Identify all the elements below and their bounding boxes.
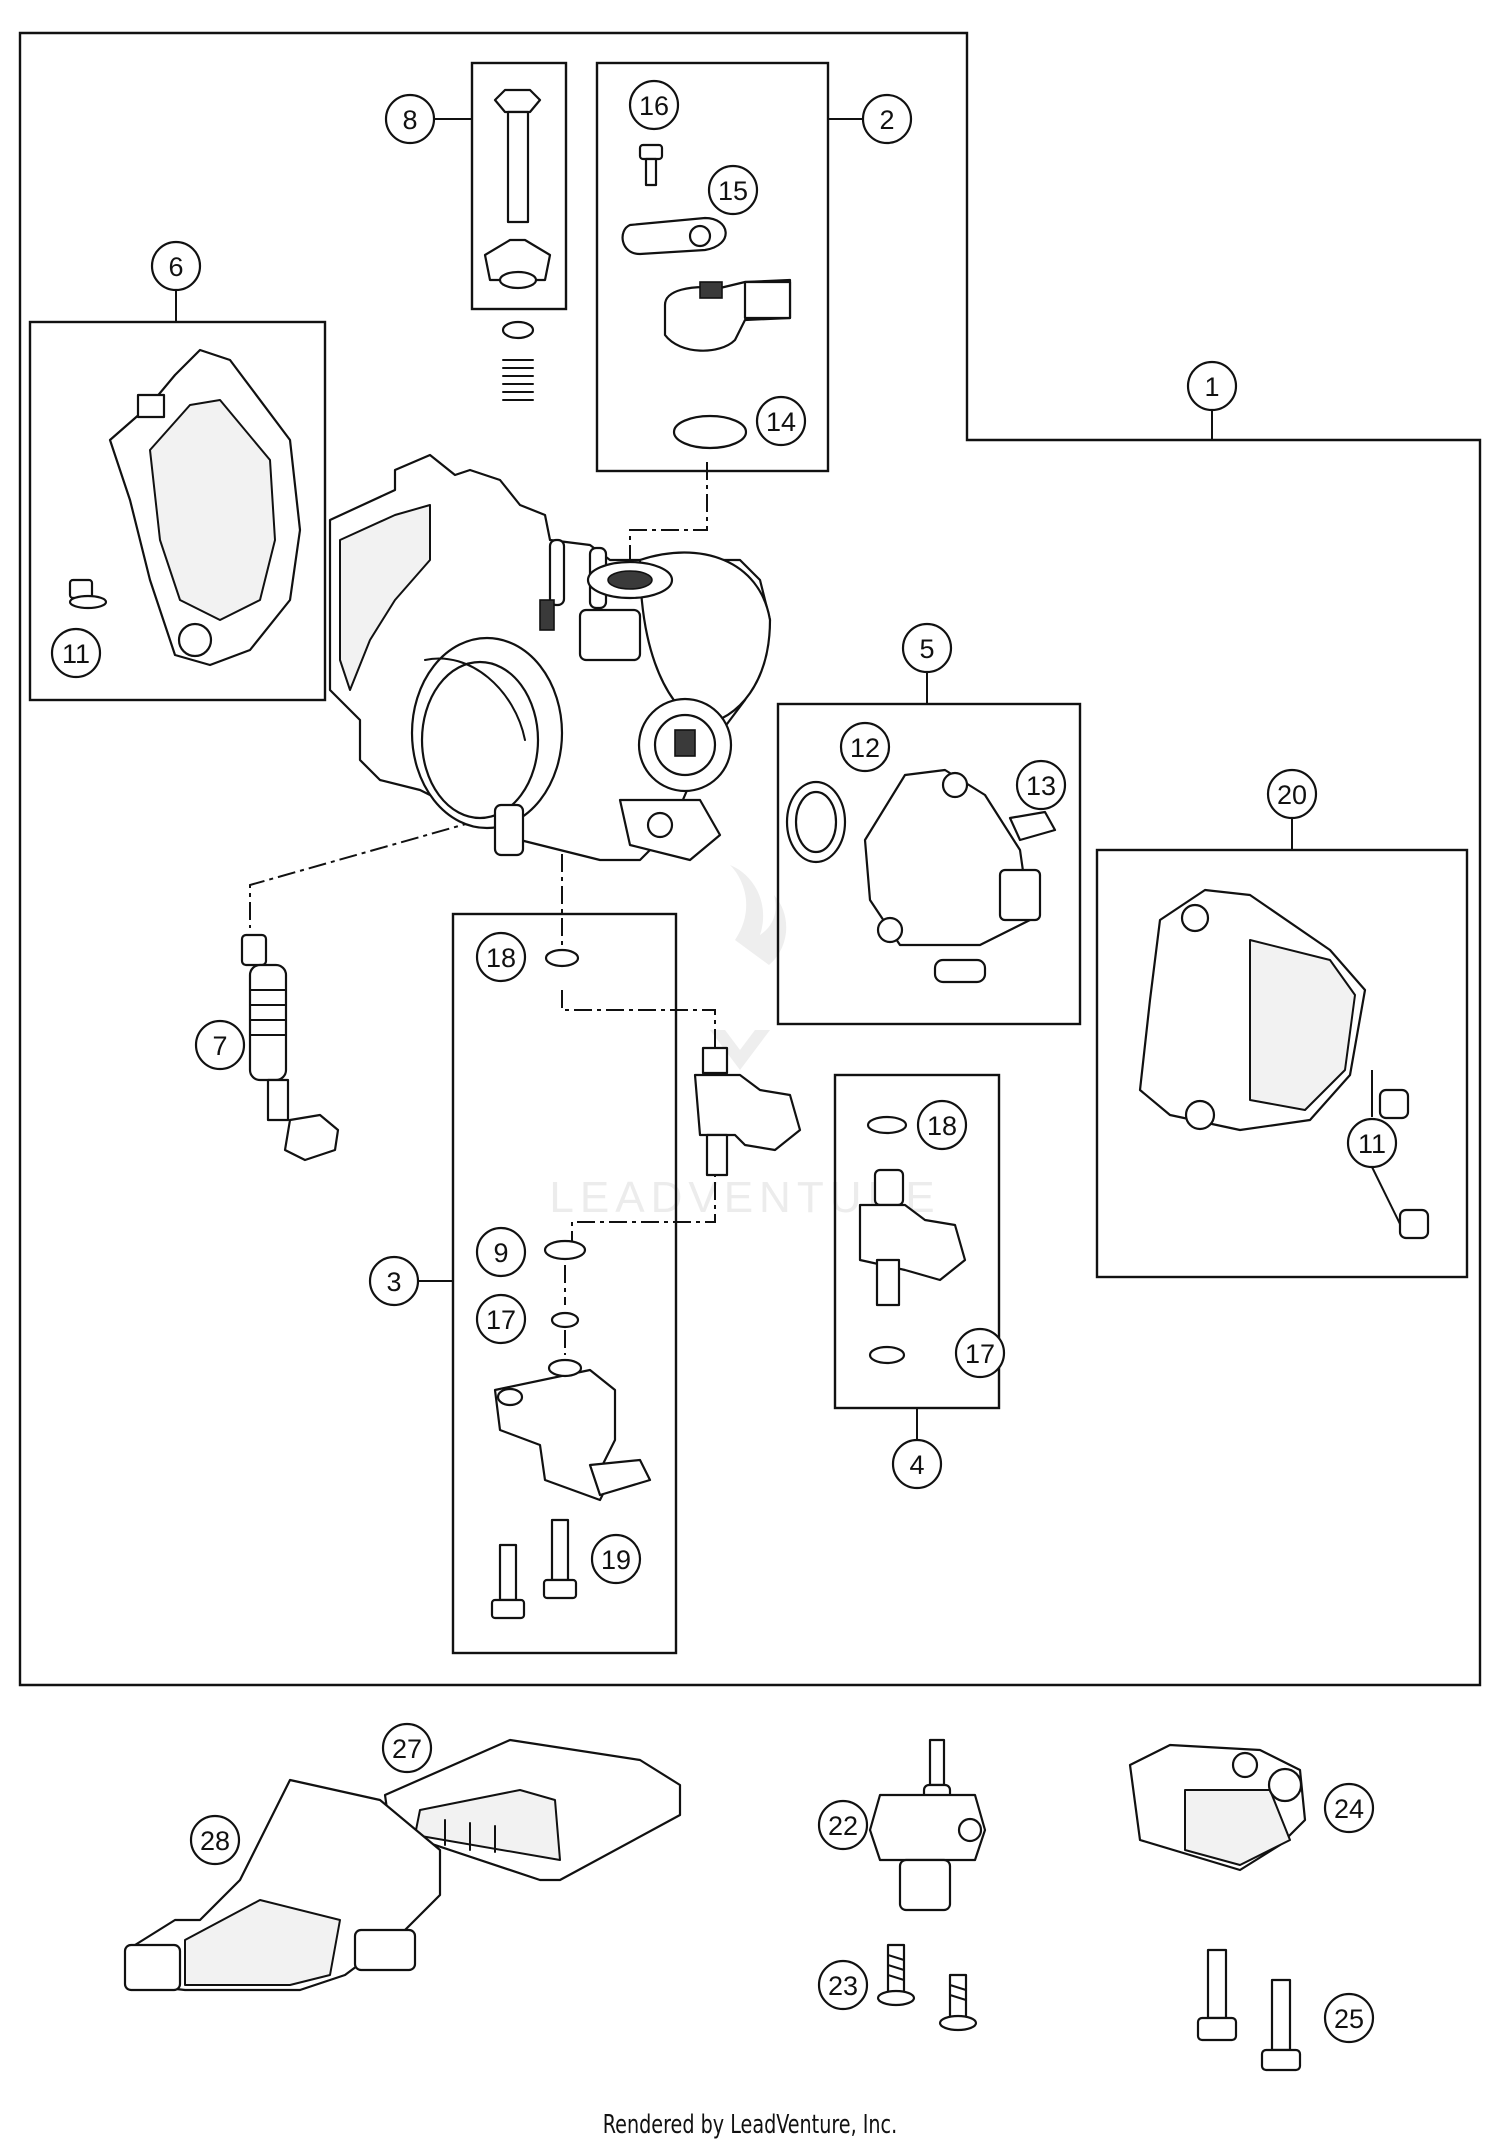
svg-text:17: 17 — [965, 1339, 995, 1369]
svg-text:3: 3 — [386, 1267, 401, 1297]
svg-text:11: 11 — [62, 639, 90, 669]
callout-7: 7 — [194, 1019, 246, 1071]
callout-8: 8 — [384, 93, 436, 145]
callout-14: 14 — [755, 395, 807, 447]
svg-text:12: 12 — [850, 733, 880, 763]
sensor-24 — [1128, 1743, 1307, 1872]
callout-6: 6 — [150, 240, 202, 292]
callout-18-kit: 18 — [916, 1099, 968, 1151]
svg-text:5: 5 — [919, 634, 934, 664]
svg-text:22: 22 — [828, 1811, 858, 1841]
kit-frame-20 — [1095, 848, 1469, 1279]
tps-sensor — [785, 768, 1057, 984]
callout-27: 27 — [381, 1722, 433, 1774]
svg-text:2: 2 — [879, 105, 894, 135]
screws-23 — [876, 1943, 978, 2032]
callouts: 1 2 3 4 5 6 7 8 9 11 11 12 13 14 15 16 1… — [50, 79, 1398, 2044]
callout-15: 15 — [707, 164, 759, 216]
throttle-cover — [68, 348, 302, 667]
callout-20: 20 — [1266, 768, 1318, 820]
callout-11-cover: 11 — [50, 627, 102, 679]
svg-text:8: 8 — [402, 105, 417, 135]
callout-25: 25 — [1323, 1992, 1375, 2044]
kit-frame-5 — [776, 702, 1082, 1026]
callout-2: 2 — [861, 93, 913, 145]
svg-text:16: 16 — [639, 91, 669, 121]
svg-text:17: 17 — [486, 1305, 516, 1335]
footer-credit: Rendered by LeadVenture, Inc. — [602, 2110, 898, 2140]
callout-1: 1 — [1186, 360, 1238, 412]
callout-18-injector: 18 — [475, 931, 527, 983]
svg-text:4: 4 — [909, 1450, 924, 1480]
svg-text:6: 6 — [168, 252, 183, 282]
kit-frame-8 — [470, 61, 568, 311]
callout-13: 13 — [1015, 759, 1067, 811]
callout-24: 24 — [1323, 1782, 1375, 1834]
injector-assembly — [490, 948, 802, 1620]
injector-kit — [858, 1115, 967, 1365]
svg-text:18: 18 — [927, 1111, 957, 1141]
svg-text:14: 14 — [766, 407, 796, 437]
ecu-28 — [123, 1778, 442, 1992]
callout-17-injector: 17 — [475, 1293, 527, 1345]
pressure-sensor-22 — [868, 1738, 987, 1912]
assembly-frame — [18, 31, 1482, 1687]
idle-adjust-screw — [483, 88, 552, 401]
kit-frame-2 — [595, 61, 830, 473]
svg-text:20: 20 — [1277, 780, 1307, 810]
kit-frame-3 — [451, 912, 678, 1655]
throttle-body — [328, 453, 772, 862]
kit-frame-6 — [28, 320, 327, 702]
svg-text:23: 23 — [828, 1971, 858, 2001]
svg-text:28: 28 — [200, 1826, 230, 1856]
ecu-27 — [383, 1738, 682, 1882]
svg-text:27: 27 — [392, 1734, 422, 1764]
callout-3: 3 — [368, 1255, 420, 1307]
svg-text:15: 15 — [718, 176, 748, 206]
bolts-25 — [1196, 1948, 1302, 2072]
callout-9: 9 — [475, 1226, 527, 1278]
svg-text:11: 11 — [1358, 1129, 1386, 1159]
svg-text:7: 7 — [212, 1031, 227, 1061]
callout-19: 19 — [590, 1533, 642, 1585]
svg-text:18: 18 — [486, 943, 516, 973]
callout-5: 5 — [901, 622, 953, 674]
svg-text:25: 25 — [1334, 2004, 1364, 2034]
assembly-lines — [249, 462, 716, 1355]
callout-11-sensor: 11 — [1346, 1117, 1398, 1169]
throttle-sensor-cover — [1138, 888, 1430, 1240]
temperature-sensor — [240, 933, 340, 1162]
svg-text:13: 13 — [1026, 771, 1056, 801]
callout-12: 12 — [839, 721, 891, 773]
callout-16: 16 — [628, 79, 680, 131]
svg-text:1: 1 — [1204, 372, 1219, 402]
callout-17-kit: 17 — [954, 1327, 1006, 1379]
callout-22: 22 — [817, 1799, 869, 1851]
callout-23: 23 — [817, 1959, 869, 2011]
svg-text:19: 19 — [601, 1545, 631, 1575]
callout-28: 28 — [189, 1814, 241, 1866]
tps-sensor-kit — [621, 143, 792, 450]
callout-4: 4 — [891, 1438, 943, 1490]
svg-text:9: 9 — [493, 1238, 508, 1268]
svg-text:24: 24 — [1334, 1794, 1364, 1824]
leader-lines — [175, 118, 1403, 1440]
